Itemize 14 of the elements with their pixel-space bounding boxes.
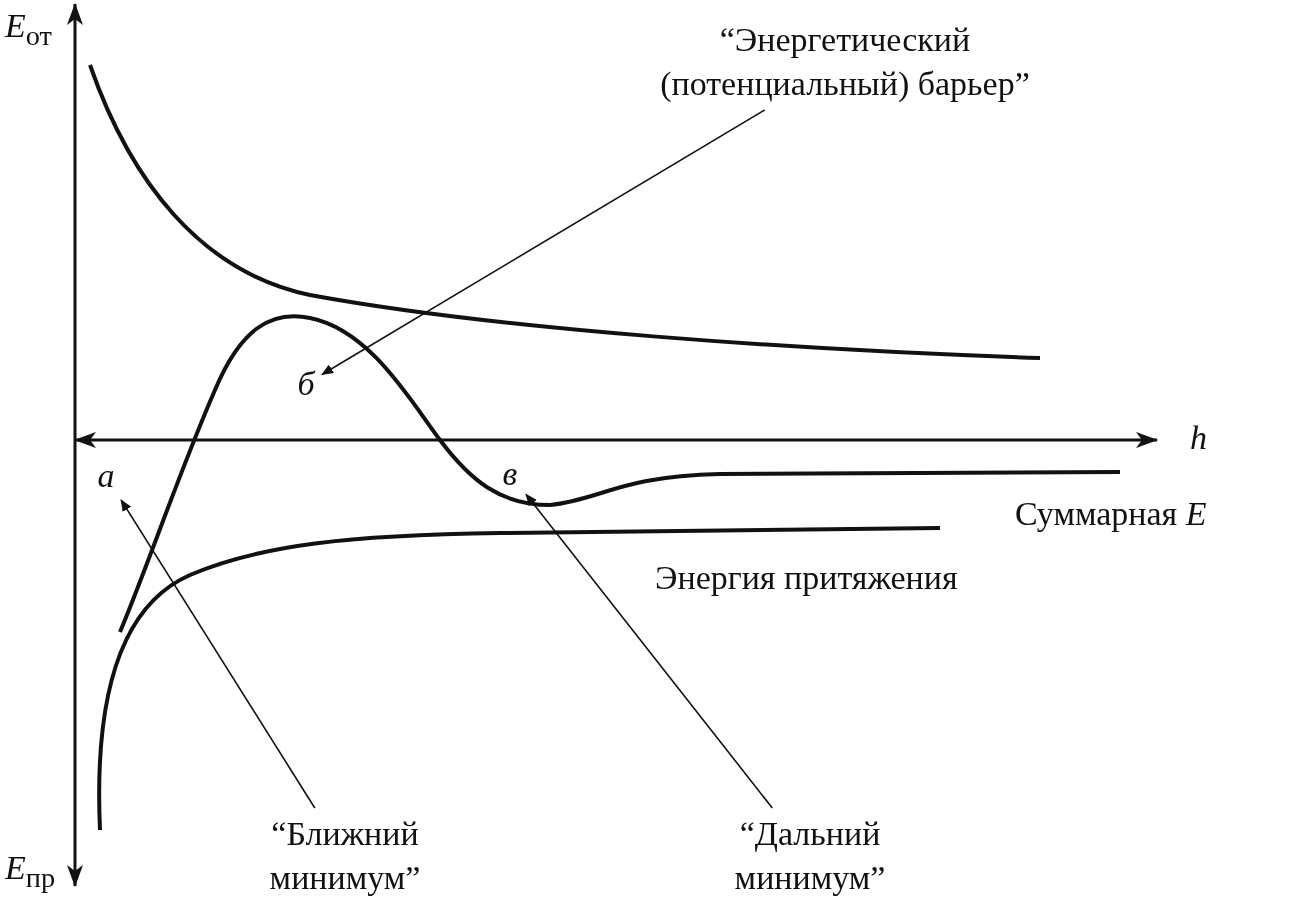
callout-label: “Дальний минимум”	[695, 812, 925, 900]
leader-arrow	[120, 499, 316, 809]
point-label: б	[292, 362, 320, 406]
point-label: а	[92, 454, 120, 498]
leader-arrow	[321, 109, 766, 376]
leader-arrow	[525, 493, 774, 809]
callout-label: “Энергетический (потенциальный) барьер”	[610, 18, 1080, 106]
callout-label: “Ближний минимум”	[225, 812, 465, 900]
axis-label: h	[1190, 418, 1207, 458]
curve-label: Суммарная E	[1015, 494, 1207, 534]
curve-label: Энергия притяжения	[655, 558, 958, 598]
axis-label: E$_{пр}$	[5, 848, 56, 895]
point-label: в	[496, 452, 524, 496]
axis-label: E$_{от}$	[5, 6, 52, 53]
